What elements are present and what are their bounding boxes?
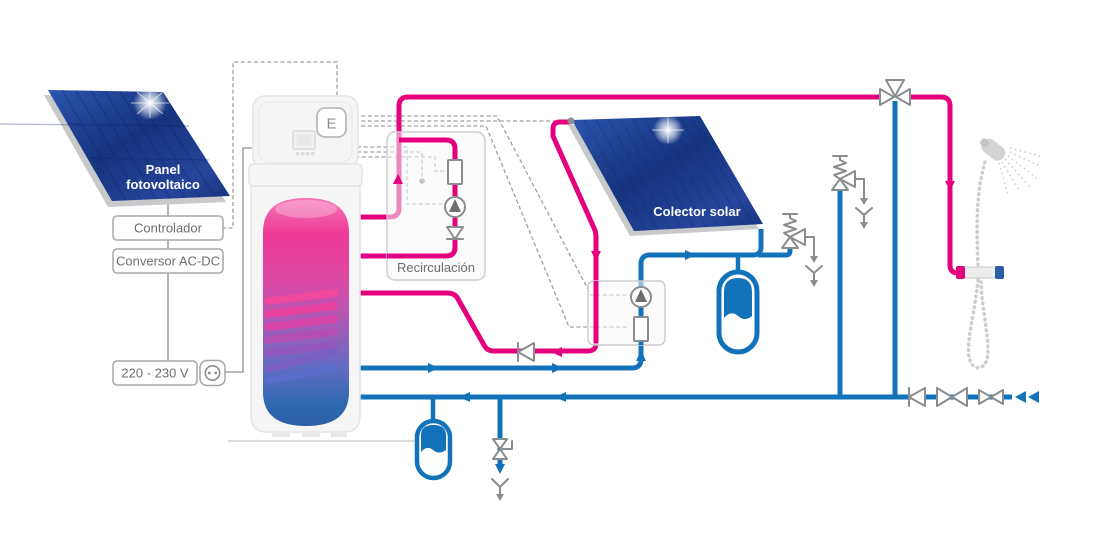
controller-label: Controlador — [134, 221, 203, 236]
solar-drain-arrow — [810, 256, 818, 263]
outlet-to-heatpump-cable — [224, 147, 252, 373]
gate-valve-icon-1 — [936, 387, 968, 407]
arrow-up-solar-pump — [636, 350, 646, 361]
shower-hose-loop — [966, 278, 990, 370]
heatpump-display-screen — [296, 134, 312, 146]
solar-safety-outlet — [804, 236, 815, 257]
controller-box — [112, 215, 224, 241]
shower — [956, 138, 1043, 370]
pv-sun-rays — [131, 88, 169, 118]
solar-safety-valve-group — [781, 213, 823, 287]
recirculation-unit: Recirculación — [386, 131, 486, 281]
dhw-safety-valve-icon — [831, 178, 849, 191]
mixing-valve-icon — [879, 79, 911, 106]
dhw-drain-tail — [860, 222, 868, 229]
solar-safety-valve-icon — [781, 236, 799, 249]
collector-tubes — [583, 116, 754, 231]
recirculation-label: Recirculación — [397, 260, 475, 275]
arrow-left-to-coil — [551, 347, 562, 357]
solar-drain-funnel-icon — [805, 265, 823, 281]
arrow-down-drain — [495, 464, 505, 474]
tank-feet — [272, 432, 347, 437]
arrow-left-cold-main-1 — [459, 392, 470, 402]
controller-to-element-wire — [222, 61, 338, 229]
solar-safety-stub — [758, 244, 793, 258]
voltage-label: 220 - 230 V — [121, 366, 189, 381]
drain-tail — [496, 494, 504, 501]
heatpump-buttons — [296, 152, 315, 156]
solar-collector-group: Colector solar — [517, 115, 763, 362]
converter-box — [112, 248, 224, 274]
electric-element-label: E — [326, 116, 336, 133]
pv-chain: Panel fotovoltaico Controlador Conversor… — [0, 86, 252, 387]
recirc-pump-icon — [444, 196, 466, 218]
arrow-right-coil-out-1 — [428, 363, 439, 373]
arrow-right-coil-out-2 — [552, 363, 563, 373]
pv-panel-grid — [0, 89, 216, 201]
solar-expansion-vessel — [716, 269, 760, 355]
voltage-box — [112, 360, 198, 386]
tank-coil — [264, 289, 338, 385]
pv-panel: Panel fotovoltaico — [0, 86, 230, 207]
solar-flowmeter-icon — [633, 316, 649, 342]
collector-label: Colector solar — [653, 204, 740, 219]
recirc-sensor-icon — [447, 159, 463, 185]
solar-hot-return-pipe — [340, 119, 599, 354]
converter-label: Conversor AC-DC — [116, 254, 220, 269]
mixer-cold-knob — [995, 266, 1004, 279]
dhw-safety-spring — [832, 155, 848, 180]
dhw-expansion-vessel — [414, 418, 453, 481]
arrow-down-shower — [945, 181, 955, 191]
bottom-drain-group — [491, 438, 513, 501]
arrow-down-collector-return — [591, 251, 601, 261]
arrow-right-to-collector — [685, 250, 696, 260]
hot-check-valve-icon — [517, 342, 535, 362]
arrow-city-inlet-2 — [1028, 391, 1039, 403]
pv-panel-face — [48, 90, 230, 201]
gate-valve-icon-2 — [978, 389, 1004, 405]
recirc-check-valve-icon — [446, 226, 464, 240]
solar-safety-spring — [782, 213, 798, 238]
arrow-up-recirc — [393, 174, 403, 184]
electric-element-tag: E — [316, 107, 347, 138]
solar-drain-tail — [810, 280, 818, 287]
heat-pump-water-heater: E — [228, 95, 452, 442]
shower-hose-upper — [975, 160, 987, 268]
solar-pump-icon — [630, 286, 652, 308]
arrow-city-inlet-1 — [1015, 391, 1026, 403]
shower-spray — [998, 147, 1043, 195]
dhw-safety-valve-group — [831, 155, 873, 229]
tank-dome-highlight — [275, 200, 337, 218]
dhw-drain-arrow — [860, 198, 868, 205]
dhw-drain-funnel-icon — [855, 207, 873, 223]
arrow-left-cold-main-2 — [555, 392, 566, 402]
drain-valve-icon — [492, 438, 513, 460]
pv-panel-label-line2: fotovoltaico — [126, 177, 200, 192]
pv-panel-label-line1: Panel — [146, 162, 181, 177]
dhw-safety-outlet — [854, 178, 865, 199]
collector-sensor-dot — [567, 117, 575, 125]
cold-main-valves — [908, 387, 1004, 407]
drain-funnel-icon — [491, 478, 509, 495]
solar-pump-station — [587, 280, 666, 346]
main-check-valve-icon — [908, 387, 926, 407]
power-outlet-icon — [199, 359, 226, 387]
shower-mixer — [956, 266, 1004, 279]
mixer-hot-knob — [956, 266, 965, 279]
collector-face — [572, 116, 763, 231]
heatpump-collar — [248, 163, 363, 187]
shower-head-icon — [980, 138, 1006, 161]
collector-sun-rays — [652, 117, 684, 143]
heatpump-panel-line — [258, 101, 353, 163]
solar-station-zone — [587, 280, 666, 346]
